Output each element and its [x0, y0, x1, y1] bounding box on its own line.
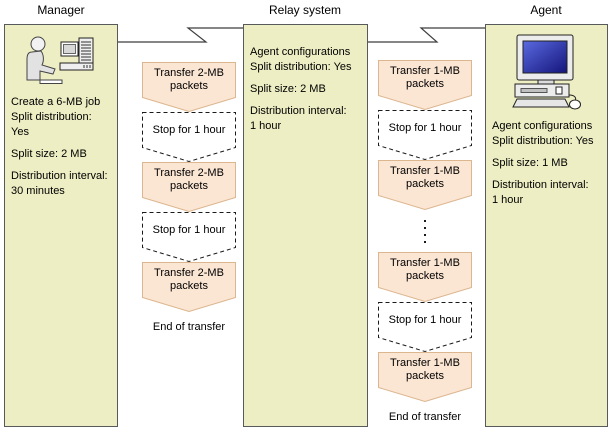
config-paragraph: Distribution interval: 1 hour — [492, 178, 601, 208]
dot — [424, 240, 426, 243]
config-line: Split size: 2 MB — [11, 148, 87, 160]
config-line: Agent configurations — [250, 46, 351, 58]
step-label: Transfer 1-MB packets — [390, 257, 460, 282]
stop-step: Stop for 1 hour — [142, 112, 236, 162]
down-arrow-banner-icon — [142, 262, 236, 312]
dashed-down-arrow-banner-icon — [142, 112, 236, 162]
config-line: Split size: 1 MB — [492, 157, 568, 169]
config-paragraph: Split size: 1 MB — [492, 156, 601, 171]
step-label: Stop for 1 hour — [388, 313, 462, 326]
config-line: Split size: 2 MB — [250, 83, 326, 95]
step-label: Transfer 2-MB packets — [154, 67, 224, 92]
relay-title: Relay system — [268, 3, 342, 17]
dashed-down-arrow-banner-icon — [378, 302, 472, 352]
config-line: Create a 6-MB job — [11, 96, 101, 108]
step-label: Stop for 1 hour — [152, 123, 226, 136]
config-line: Distribution interval: — [250, 105, 347, 117]
step-label: Transfer 2-MB packets — [154, 267, 224, 292]
end-of-transfer-label: End of transfer — [388, 411, 462, 423]
operator-at-computer-icon — [5, 35, 117, 87]
stop-step: Stop for 1 hour — [378, 302, 472, 352]
dot — [424, 233, 426, 236]
dashed-down-arrow-banner-icon — [378, 110, 472, 160]
step-label: Transfer 1-MB packets — [390, 65, 460, 90]
transfer-step: Transfer 2-MB packets — [142, 162, 236, 212]
dot — [424, 219, 426, 222]
config-line: Distribution interval: — [492, 179, 589, 191]
desktop-computer-icon — [486, 34, 607, 110]
end-of-transfer-label: End of transfer — [152, 321, 226, 333]
step-label: Transfer 1-MB packets — [390, 357, 460, 382]
config-line: 30 minutes — [11, 185, 65, 197]
config-line: 1 hour — [492, 194, 524, 206]
transfer-step: Transfer 1-MB packets — [378, 352, 472, 402]
config-line: Distribution interval: — [11, 170, 108, 182]
step-label: Transfer 2-MB packets — [154, 167, 224, 192]
down-arrow-banner-icon — [378, 252, 472, 302]
down-arrow-banner-icon — [378, 60, 472, 110]
config-paragraph: Split size: 2 MB — [250, 82, 361, 97]
manager-relay-connector — [118, 27, 244, 43]
relay-agent-connector — [368, 27, 486, 43]
config-line: 1 hour — [250, 120, 282, 132]
transfer-step: Transfer 2-MB packets — [142, 262, 236, 312]
config-line: Split distribution: Yes — [11, 111, 92, 138]
step-label: Transfer 1-MB packets — [390, 165, 460, 190]
config-paragraph: Distribution interval: 1 hour — [250, 104, 361, 134]
down-arrow-banner-icon — [378, 160, 472, 210]
transfer-step: Transfer 2-MB packets — [142, 62, 236, 112]
config-line: Split distribution: Yes — [250, 61, 352, 73]
transfer-step: Transfer 1-MB packets — [378, 252, 472, 302]
config-line: Split distribution: Yes — [492, 135, 594, 147]
ellipsis-dots-icon — [424, 210, 426, 252]
config-paragraph: Distribution interval: 30 minutes — [11, 169, 111, 199]
dashed-down-arrow-banner-icon — [142, 212, 236, 262]
down-arrow-banner-icon — [142, 62, 236, 112]
config-paragraph: Split size: 2 MB — [11, 147, 111, 162]
dot — [424, 226, 426, 229]
step-label: Stop for 1 hour — [388, 121, 462, 134]
config-line: Agent configurations — [492, 120, 593, 132]
down-arrow-banner-icon — [142, 162, 236, 212]
stop-step: Stop for 1 hour — [378, 110, 472, 160]
agent-title: Agent — [530, 3, 562, 17]
transfer-step: Transfer 1-MB packets — [378, 160, 472, 210]
down-arrow-banner-icon — [378, 352, 472, 402]
step-label: Stop for 1 hour — [152, 223, 226, 236]
manager-title: Manager — [37, 3, 85, 17]
transfer-step: Transfer 1-MB packets — [378, 60, 472, 110]
stop-step: Stop for 1 hour — [142, 212, 236, 262]
